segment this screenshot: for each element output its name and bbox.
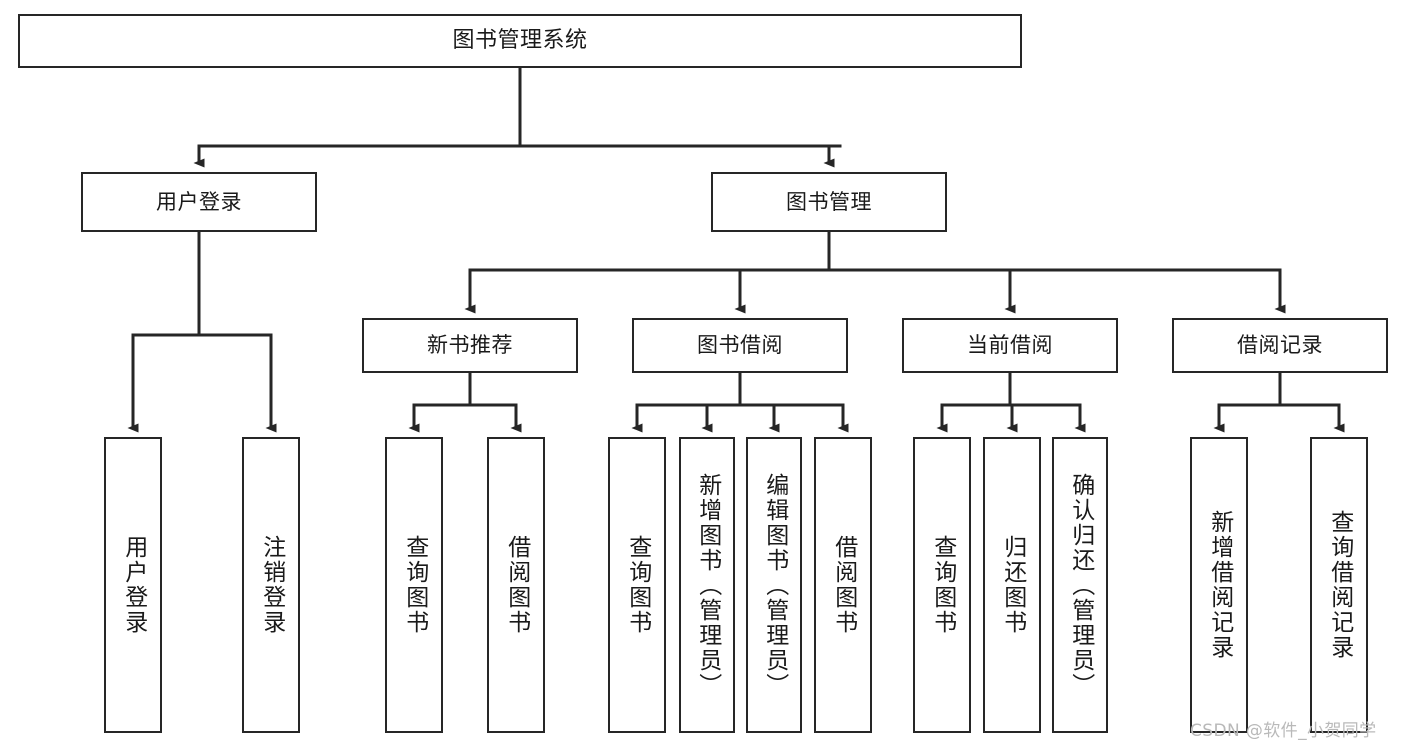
- leaf-query-book-1[interactable]: 查询图书: [385, 437, 443, 733]
- node-new-book-recommend[interactable]: 新书推荐: [362, 318, 578, 373]
- csdn-watermark: CSDN @软件_小贺同学: [1190, 721, 1377, 741]
- node-root-system[interactable]: 图书管理系统: [18, 14, 1022, 68]
- node-book-borrow-label: 图书借阅: [697, 333, 783, 358]
- leaf-logout-login[interactable]: 注销登录: [242, 437, 300, 733]
- leaf-return-book-label: 归还图书: [999, 535, 1026, 635]
- leaf-add-borrow-record[interactable]: 新增借阅记录: [1190, 437, 1248, 733]
- leaf-confirm-return-admin[interactable]: 确认归还（管理员）: [1052, 437, 1108, 733]
- leaf-user-login[interactable]: 用户登录: [104, 437, 162, 733]
- node-current-borrow[interactable]: 当前借阅: [902, 318, 1118, 373]
- leaf-query-borrow-record[interactable]: 查询借阅记录: [1310, 437, 1368, 733]
- leaf-user-login-label: 用户登录: [120, 535, 147, 635]
- leaf-logout-login-label: 注销登录: [258, 535, 285, 635]
- leaf-borrow-book-1[interactable]: 借阅图书: [487, 437, 545, 733]
- leaf-edit-book-admin[interactable]: 编辑图书（管理员）: [746, 437, 802, 733]
- leaf-confirm-return-admin-label: 确认归还（管理员）: [1067, 472, 1094, 698]
- leaf-borrow-book-1-label: 借阅图书: [503, 535, 530, 635]
- leaf-add-borrow-record-label: 新增借阅记录: [1206, 510, 1233, 660]
- node-current-borrow-label: 当前借阅: [967, 333, 1053, 358]
- leaf-add-book-admin-label: 新增图书（管理员）: [694, 472, 721, 698]
- leaf-query-book-1-label: 查询图书: [401, 535, 428, 635]
- leaf-return-book[interactable]: 归还图书: [983, 437, 1041, 733]
- node-book-borrow[interactable]: 图书借阅: [632, 318, 848, 373]
- node-user-login[interactable]: 用户登录: [81, 172, 317, 232]
- leaf-query-book-3[interactable]: 查询图书: [913, 437, 971, 733]
- node-book-management[interactable]: 图书管理: [711, 172, 947, 232]
- leaf-add-book-admin[interactable]: 新增图书（管理员）: [679, 437, 735, 733]
- leaf-query-book-3-label: 查询图书: [929, 535, 956, 635]
- leaf-borrow-book-2[interactable]: 借阅图书: [814, 437, 872, 733]
- node-borrow-records[interactable]: 借阅记录: [1172, 318, 1388, 373]
- node-book-management-label: 图书管理: [786, 189, 872, 214]
- leaf-query-book-2[interactable]: 查询图书: [608, 437, 666, 733]
- node-root-system-label: 图书管理系统: [452, 28, 588, 54]
- node-new-book-recommend-label: 新书推荐: [427, 333, 513, 358]
- node-borrow-records-label: 借阅记录: [1237, 333, 1323, 358]
- leaf-borrow-book-2-label: 借阅图书: [830, 535, 857, 635]
- leaf-edit-book-admin-label: 编辑图书（管理员）: [761, 472, 788, 698]
- leaf-query-borrow-record-label: 查询借阅记录: [1326, 510, 1353, 660]
- leaf-query-book-2-label: 查询图书: [624, 535, 651, 635]
- node-user-login-label: 用户登录: [156, 189, 242, 214]
